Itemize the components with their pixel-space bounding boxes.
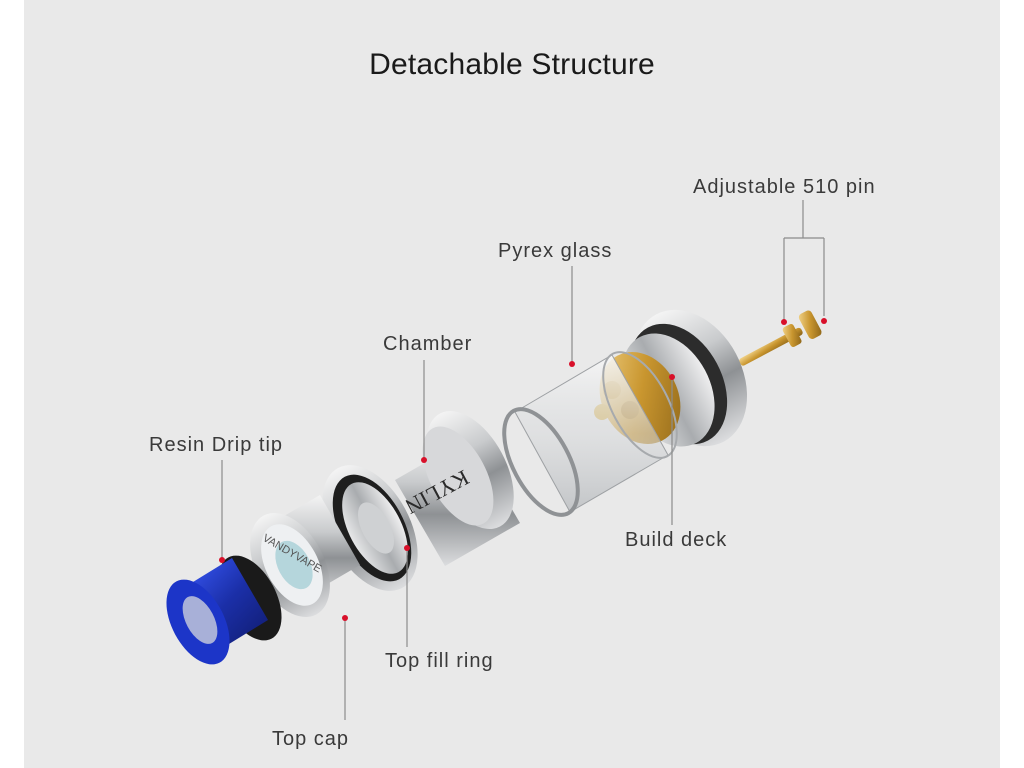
- drip-tip-marker-dot: [219, 557, 225, 563]
- label-chamber: Chamber: [383, 333, 473, 355]
- label-pyrex-glass: Pyrex glass: [498, 240, 613, 262]
- top-cap-marker-dot: [342, 615, 348, 621]
- 510-pin: [739, 310, 822, 366]
- pyrex-marker-dot: [569, 361, 575, 367]
- fill-ring-marker-dot: [404, 545, 410, 551]
- top-cap: VANDYVAPE: [250, 495, 360, 617]
- resin-drip-tip: [166, 555, 282, 665]
- pin-marker-dot: [781, 319, 787, 325]
- page-title: Detachable Structure: [369, 48, 655, 81]
- label-adjustable-510-pin: Adjustable 510 pin: [693, 176, 876, 198]
- leader-lines: [221, 200, 825, 720]
- marker-dots: [219, 318, 827, 621]
- pyrex-glass: [502, 351, 678, 517]
- build-deck-marker-dot: [669, 374, 675, 380]
- label-build-deck: Build deck: [625, 529, 728, 551]
- chamber-marker-dot: [421, 457, 427, 463]
- pin-marker-dot: [821, 318, 827, 324]
- label-resin-drip-tip: Resin Drip tip: [149, 434, 284, 456]
- label-top-fill-ring: Top fill ring: [385, 650, 494, 672]
- label-top-cap: Top cap: [272, 728, 350, 750]
